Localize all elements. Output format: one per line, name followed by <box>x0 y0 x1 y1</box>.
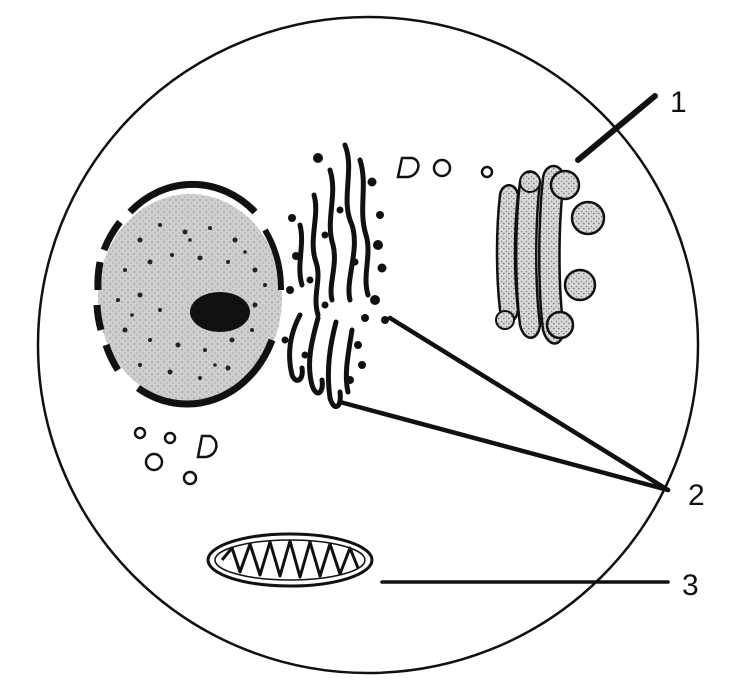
mitochondrion <box>208 534 372 586</box>
leader-lines <box>340 96 668 582</box>
golgi-apparatus <box>496 166 604 344</box>
rough-endoplasmic-reticulum <box>282 145 390 407</box>
leader-line-2a <box>390 318 668 490</box>
leader-line-2b <box>340 402 668 490</box>
nucleolus <box>190 292 250 332</box>
nucleus <box>97 184 282 404</box>
leader-line-1 <box>578 96 655 160</box>
label-1: 1 <box>670 86 687 119</box>
label-2: 2 <box>688 479 705 512</box>
label-3: 3 <box>682 569 699 602</box>
